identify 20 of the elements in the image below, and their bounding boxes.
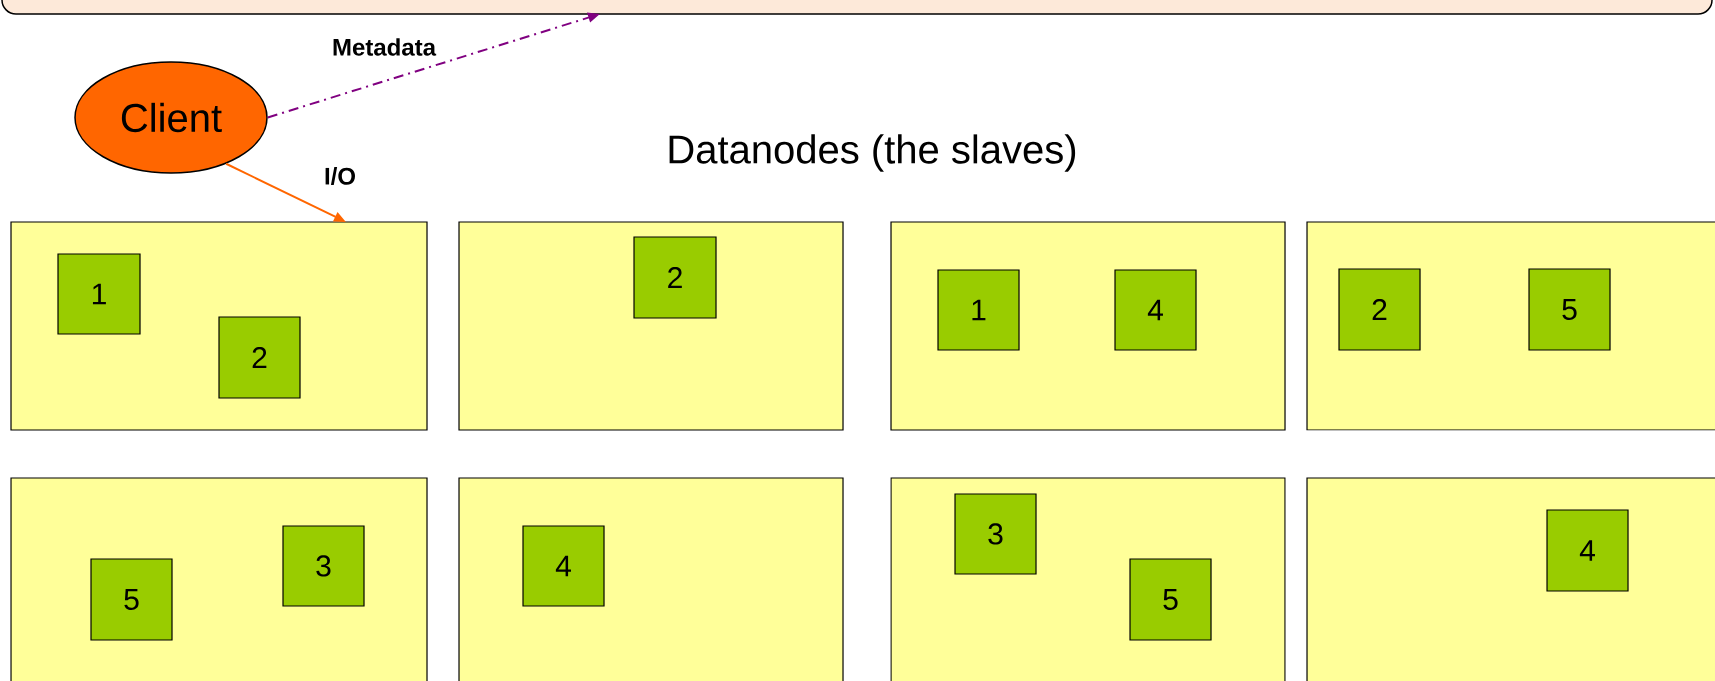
block-square: 5 [1129,558,1212,641]
edge-label: Metadata [333,38,437,56]
block-square: 2 [1338,268,1421,351]
block-square: 1 [57,253,141,335]
block-square: 4 [1114,269,1197,351]
block-square: 1 [937,269,1020,351]
namenode-box [1,0,1713,15]
datanode-box [458,477,844,681]
block-square: 3 [954,493,1037,575]
block-square: 3 [282,525,365,607]
block-square: 2 [218,316,301,399]
block-square: 5 [1528,268,1611,351]
block-square: 5 [90,558,173,641]
block-square: 2 [633,236,717,319]
block-square: 4 [522,525,605,607]
datanode-box [1306,477,1715,681]
heading: Datanodes (the slaves) [669,134,1076,172]
block-square: 4 [1546,509,1629,592]
edge-label: I/O [325,167,355,185]
datanode-box [458,221,844,431]
